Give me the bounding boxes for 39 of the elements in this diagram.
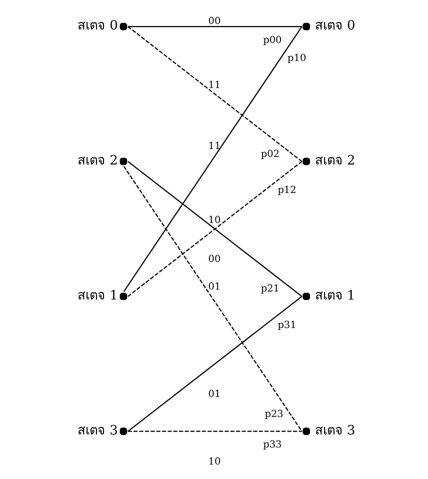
node-label: สเตจ 1 [77,288,118,304]
edge-label: 01 [208,282,220,293]
node-label: สเตจ 2 [314,154,355,169]
node-label: สเตจ 0 [77,18,118,34]
edge-label: 00 [208,16,220,27]
label: p10 [287,53,306,64]
node-label: สเตจ 3 [77,423,118,438]
edge-label: 11 [208,140,220,152]
node-label: สเตจ 1 [314,288,355,304]
label: p00 [262,34,282,46]
node-circle [119,428,127,435]
edge-label: 01 [208,388,220,400]
label: p23 [264,409,283,420]
edge-label: 10 [208,456,220,468]
label: p31 [277,320,296,331]
label: p02 [260,148,279,160]
node-circle [302,22,310,30]
node-circle [119,22,127,30]
node-circle [302,158,310,166]
node-circle [119,292,127,300]
edge-label: 10 [208,214,220,226]
node-label: สเตจ 3 [314,423,355,438]
node-circle [119,158,127,166]
label: p12 [277,184,296,196]
connector [127,26,302,28]
edge-label: 00 [208,254,220,265]
label: p21 [260,284,279,295]
connector [127,430,302,432]
label: p33 [262,440,282,451]
node-label: สเตจ 2 [77,154,118,169]
connector [127,161,302,297]
connector [122,166,302,432]
edge-label: 11 [208,80,220,91]
node-circle [302,428,310,435]
connector [127,296,302,432]
connector [122,26,302,292]
node-label: สเตจ 0 [314,18,355,34]
connector [127,26,302,162]
node-circle [302,292,310,300]
